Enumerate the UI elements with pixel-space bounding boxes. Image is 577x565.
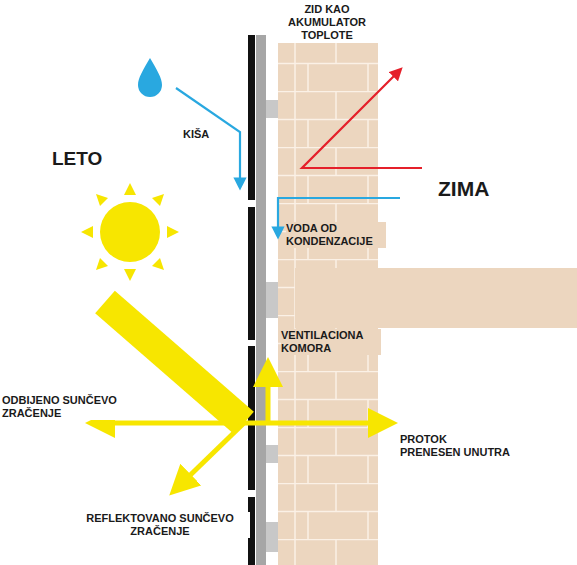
reflected-label: ODBIJENO SUNČEVO ZRAČENJE [2, 394, 122, 420]
winter-label: ZIMA [438, 176, 518, 201]
cladding-panels [248, 35, 255, 565]
rain-arrow [176, 88, 240, 184]
rain-label: KIŠA [183, 128, 223, 141]
brackets [266, 100, 278, 552]
reflected-solar-label: REFLEKTOVANO SUNČEVO ZRAČENJE [70, 512, 250, 538]
sun [81, 183, 179, 281]
wall-title: ZID KAO AKUMULATOR TOPLOTE [272, 3, 382, 43]
insulation [256, 35, 266, 565]
inflow-label: PROTOK PRENESEN UNUTRA [400, 433, 510, 459]
water-drop [138, 58, 162, 97]
solar-arrows [100, 302, 383, 485]
condensation-label: VODA OD KONDENZACIJE [286, 222, 386, 248]
ventilation-label: VENTILACIONA KOMORA [281, 329, 381, 355]
heat-arrow [302, 72, 422, 168]
summer-label: LETO [52, 148, 122, 171]
floor-slab [295, 268, 577, 328]
